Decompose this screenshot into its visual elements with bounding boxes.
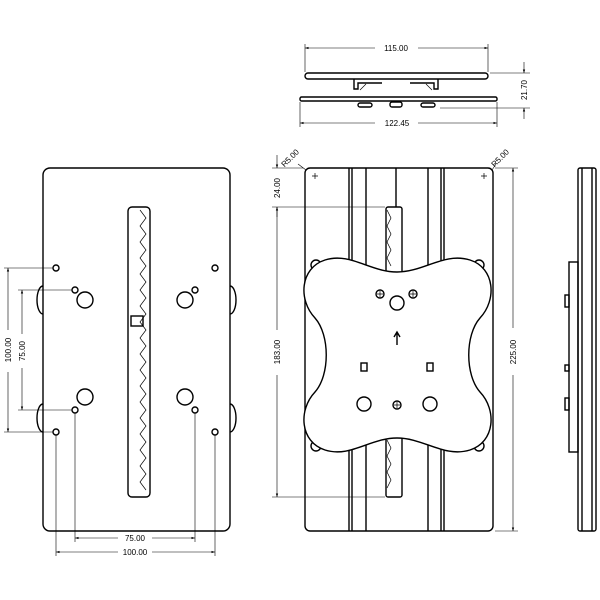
dim-height: 21.70: [520, 79, 529, 100]
dim-radius-right: R5.00: [489, 147, 511, 169]
dim-top-offset: 24.00: [273, 177, 282, 198]
dim-upper-width: 115.00: [384, 44, 408, 53]
back-view: 100.00 75.00 75.00 100.00: [4, 167, 237, 557]
side-view: [564, 167, 597, 532]
dim-lower-width: 122.45: [385, 119, 410, 128]
up-arrow-icon: [393, 330, 401, 345]
dim-vertical-inner: 75.00: [18, 340, 27, 361]
x-mount-plate: [303, 257, 492, 453]
dim-horizontal-outer: 100.00: [123, 548, 148, 557]
top-view: 115.00 122.45 21.70: [299, 44, 530, 128]
dim-horizontal-inner: 75.00: [125, 534, 146, 543]
dim-overall-height: 225.00: [509, 339, 518, 364]
dim-slot-length: 183.00: [273, 339, 282, 364]
dim-radius-left: R5.00: [279, 147, 301, 169]
front-view: R5.00 R5.00 24.00 183.00 225.00: [272, 147, 518, 532]
dim-vertical-outer: 100.00: [4, 337, 13, 362]
